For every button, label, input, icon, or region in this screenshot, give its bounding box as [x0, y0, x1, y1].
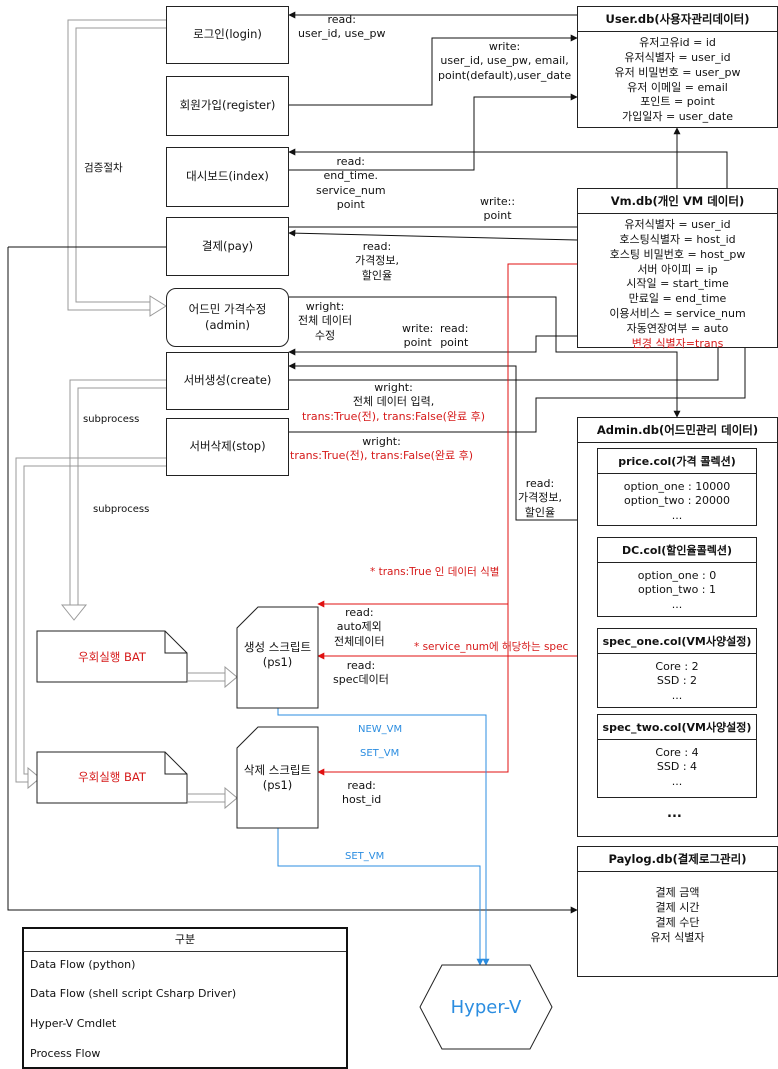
legend-item-shell: Data Flow (shell script Csharp Driver)	[30, 987, 237, 1000]
hyperv-hexagon	[419, 964, 553, 1050]
vm-db-trans-field: 변경 식별자=trans	[631, 336, 724, 350]
paylog-db-title: Paylog.db(결제로그관리)	[578, 847, 777, 872]
register-box[interactable]: 회원가입(register)	[166, 76, 289, 136]
bat-label-1: 우회실행 BAT	[78, 650, 146, 664]
label-write-register: write:user_id, use_pw, email,point(defau…	[438, 40, 572, 82]
user-db: User.db(사용자관리데이터) 유저고유id = id 유저식별자 = us…	[577, 6, 778, 128]
paylog-db: Paylog.db(결제로그관리) 결제 금액 결제 시간 결제 수단 유저 식…	[577, 846, 778, 977]
label-set-vm-1: SET_VM	[360, 748, 400, 759]
label-read-spec: read:spec데이터	[333, 659, 389, 687]
label-set-vm-2: SET_VM	[345, 851, 385, 862]
hyperv-label: Hyper-V	[450, 997, 522, 1018]
legend-item-cmdlet: Hyper-V Cmdlet	[30, 1017, 117, 1030]
label-trans-identify: * trans:True 인 데이터 식별	[370, 566, 500, 578]
legend: 구분 Data Flow (python) Data Flow (shell s…	[22, 927, 348, 1069]
index-box[interactable]: 대시보드(index)	[166, 147, 289, 207]
label-create: wright:전체 데이터 입력,trans:True(전), trans:Fa…	[302, 381, 486, 423]
create-box[interactable]: 서버생성(create)	[166, 352, 289, 410]
delete-script-shape	[236, 726, 319, 829]
legend-title: 구분	[24, 929, 346, 952]
cmdlet-lines	[277, 708, 490, 966]
paylog-db-fields: 결제 금액 결제 시간 결제 수단 유저 식별자	[650, 886, 705, 944]
user-db-title: User.db(사용자관리데이터)	[578, 7, 777, 32]
label-service-spec: * service_num에 해당하는 spec	[414, 641, 569, 653]
bat-doc-shape-1	[36, 630, 188, 683]
shell-data-flow-lines	[317, 263, 577, 776]
label-subprocess-1: subprocess	[83, 414, 140, 425]
vm-db: Vm.db(개인 VM 데이터) 유저식별자 = user_id 호스팅식별자 …	[577, 188, 778, 350]
label-read-point2: read:point	[440, 322, 469, 350]
label-read-admin-create: read:가격정보,할인율	[518, 477, 562, 519]
bat-label-2: 우회실행 BAT	[78, 770, 146, 784]
label-verify: 검증절차	[84, 162, 123, 174]
vm-db-fields: 유저식별자 = user_id 호스팅식별자 = host_id 호스팅 비밀번…	[578, 214, 777, 356]
vm-db-title: Vm.db(개인 VM 데이터)	[578, 189, 777, 214]
label-subprocess-2: subprocess	[93, 504, 150, 515]
admin-db-title: Admin.db(어드민관리 데이터)	[578, 418, 777, 443]
legend-item-process: Process Flow	[30, 1047, 101, 1060]
admin-db-more: ...	[667, 806, 682, 821]
create-script-shape	[236, 606, 319, 709]
stop-box[interactable]: 서버삭제(stop)	[166, 418, 289, 476]
user-db-fields: 유저고유id = id 유저식별자 = user_id 유저 비밀번호 = us…	[614, 36, 741, 124]
admin-box[interactable]: 어드민 가격수정 (admin)	[166, 288, 289, 347]
label-new-vm: NEW_VM	[358, 724, 403, 735]
bat-doc-shape-2	[36, 751, 188, 804]
label-read-pay: read:가격정보,할인율	[355, 240, 399, 282]
login-box[interactable]: 로그인(login)	[166, 6, 289, 64]
label-write-point2: write:point	[402, 322, 434, 350]
label-stop: wright:trans:True(전), trans:False(완료 후)	[290, 435, 474, 463]
legend-item-python: Data Flow (python)	[30, 958, 136, 971]
delete-script-label: 삭제 스크립트(ps1)	[243, 763, 312, 792]
pay-box[interactable]: 결제(pay)	[166, 217, 289, 276]
process-flow-lines	[15, 19, 238, 810]
label-write-point: write::point	[480, 195, 516, 223]
create-script-label: 생성 스크립트(ps1)	[243, 640, 312, 669]
label-read-host: read:host_id	[342, 779, 382, 807]
label-read-login: read:user_id, use_pw	[298, 13, 386, 41]
